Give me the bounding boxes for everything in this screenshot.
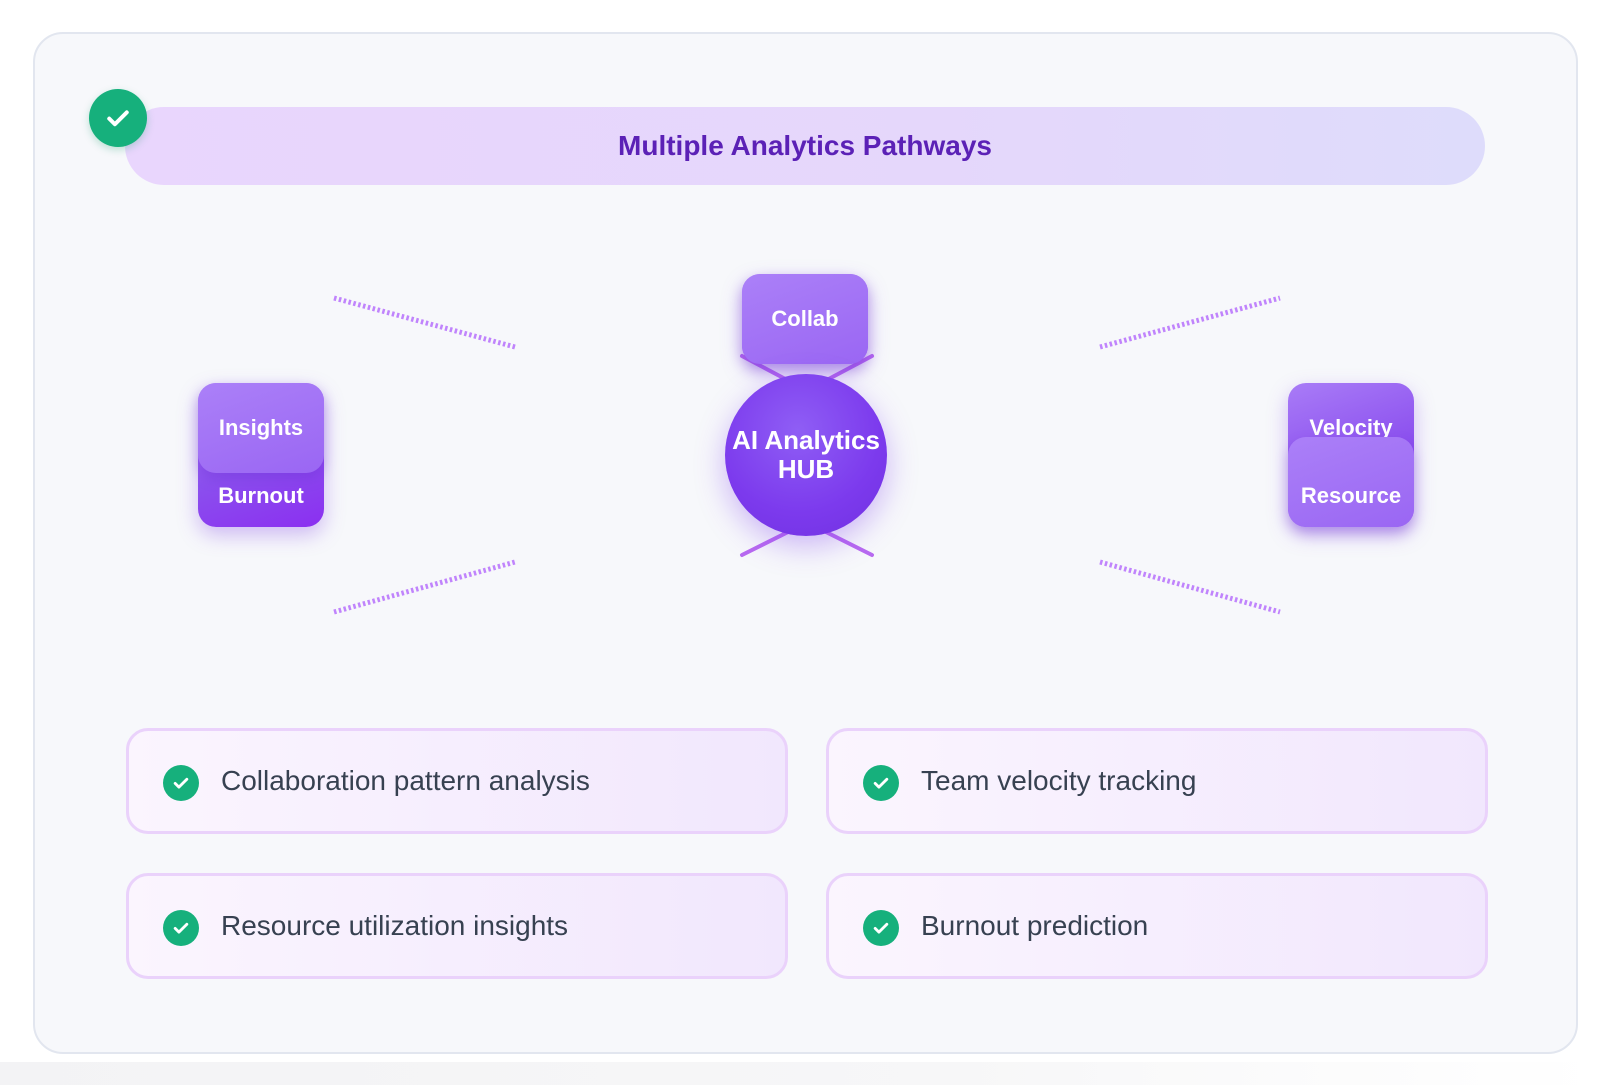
ai-analytics-hub: AI Analytics HUB: [725, 374, 887, 536]
connector-line: [1099, 559, 1281, 615]
hub-label-line1: AI Analytics: [732, 425, 880, 455]
node-label-insights: Insights: [218, 415, 304, 440]
node-front-card: Resource: [1288, 437, 1414, 527]
bottom-edge: [0, 1062, 1600, 1085]
feature-card: Resource utilization insights: [126, 873, 788, 979]
banner-title: Multiple Analytics Pathways: [618, 130, 992, 161]
feature-label: Team velocity tracking: [921, 765, 1197, 796]
node-collab: Collab: [742, 274, 868, 364]
feature-card: Collaboration pattern analysis: [126, 728, 788, 834]
node-insights-burnout: Burnout Insights: [198, 383, 324, 527]
check-circle-icon: [163, 765, 199, 801]
hub-label-line2: HUB: [777, 454, 835, 484]
check-circle-icon: [89, 89, 147, 147]
node-label-collab: Collab: [771, 306, 839, 331]
node-label-burnout: Burnout: [218, 483, 304, 508]
node-label-velocity: Velocity: [1309, 415, 1393, 440]
node-front-card: Insights: [198, 383, 324, 473]
feature-card: Team velocity tracking: [826, 728, 1488, 834]
check-circle-icon: [163, 910, 199, 946]
connector-line: [1099, 295, 1281, 350]
title-banner: Multiple Analytics Pathways: [125, 107, 1485, 185]
check-circle-icon: [863, 765, 899, 801]
node-label-resource: Resource: [1300, 483, 1402, 508]
check-circle-icon: [863, 910, 899, 946]
feature-label: Burnout prediction: [921, 910, 1149, 941]
node-front-card: Collab: [742, 274, 868, 364]
feature-label: Collaboration pattern analysis: [221, 765, 590, 796]
connector-line: [333, 295, 516, 350]
feature-label: Resource utilization insights: [221, 910, 569, 941]
connector-line: [333, 559, 516, 615]
feature-card: Burnout prediction: [826, 873, 1488, 979]
node-velocity-resource: Velocity Resource: [1288, 383, 1414, 527]
